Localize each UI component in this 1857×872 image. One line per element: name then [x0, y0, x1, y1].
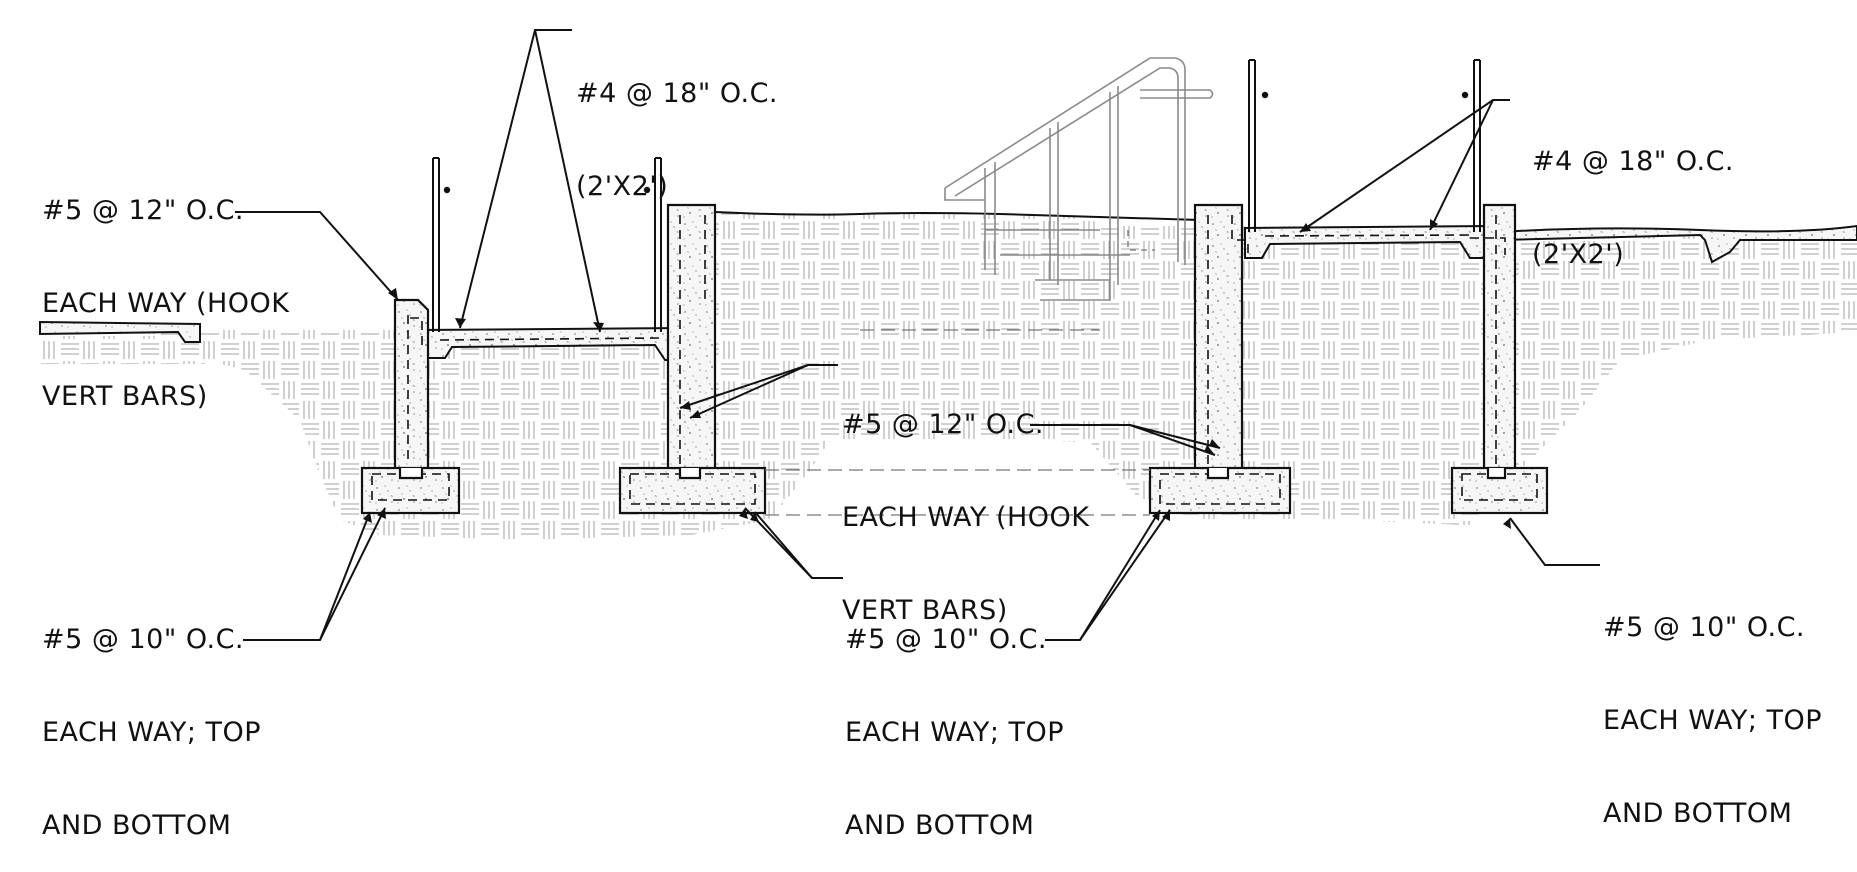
footing-1 [360, 466, 461, 515]
leader-arrowheads [363, 219, 1511, 529]
note-line: #5 @ 12" O.C. [42, 195, 244, 226]
wall-3 [1193, 203, 1249, 472]
rail-posts [432, 59, 1481, 332]
leader-lines [235, 29, 1600, 641]
note-top-slab-right: #4 @ 18" O.C. (2'X2') [1532, 84, 1734, 301]
note-line: AND BOTTOM [42, 810, 232, 841]
note-line: AND BOTTOM [845, 810, 1035, 841]
ground-line-right [1499, 224, 1857, 264]
soil-hatch [40, 212, 1857, 540]
note-line: #5 @ 10" O.C. [1603, 612, 1805, 643]
note-footing-left: #5 @ 10" O.C. EACH WAY; TOP AND BOTTOM [42, 562, 261, 872]
note-line: EACH WAY; TOP [845, 717, 1065, 748]
note-wall-mid: #5 @ 12" O.C. EACH WAY (HOOK VERT BARS) [842, 347, 1090, 657]
pool-ladder [944, 57, 1214, 301]
note-top-slab-left: #4 @ 18" O.C. (2'X2') [576, 16, 778, 233]
note-line: AND BOTTOM [1603, 798, 1793, 829]
note-line: VERT BARS) [842, 595, 1008, 626]
note-line: #5 @ 10" O.C. [845, 624, 1047, 655]
note-line: #4 @ 18" O.C. [576, 78, 778, 109]
note-line: EACH WAY (HOOK [42, 288, 290, 319]
footing-2 [618, 466, 767, 515]
ground-line-mid [714, 211, 1201, 221]
wall-2 [666, 203, 717, 472]
ground-line-left [39, 320, 201, 343]
section-drawing [39, 29, 1857, 641]
note-line: VERT BARS) [42, 381, 208, 412]
note-line: #5 @ 12" O.C. [842, 409, 1044, 440]
note-footing-right: #5 @ 10" O.C. EACH WAY; TOP AND BOTTOM [1603, 550, 1822, 860]
wall-1 [393, 298, 430, 472]
footing-4 [1450, 466, 1549, 515]
note-footing-mid: #5 @ 10" O.C. EACH WAY; TOP AND BOTTOM [845, 562, 1064, 872]
note-line: #5 @ 10" O.C. [42, 624, 244, 655]
footing-3 [1148, 466, 1292, 515]
note-line: #4 @ 18" O.C. [1532, 146, 1734, 177]
rail-dots [443, 91, 1469, 194]
note-line: (2'X2') [1532, 239, 1625, 270]
note-line: (2'X2') [576, 171, 669, 202]
note-line: EACH WAY; TOP [42, 717, 262, 748]
note-line: EACH WAY; TOP [1603, 705, 1823, 736]
note-line: EACH WAY (HOOK [842, 502, 1090, 533]
note-wall-left: #5 @ 12" O.C. EACH WAY (HOOK VERT BARS) [42, 133, 290, 443]
hidden-lines [765, 329, 1150, 516]
wall-4 [1470, 203, 1517, 472]
